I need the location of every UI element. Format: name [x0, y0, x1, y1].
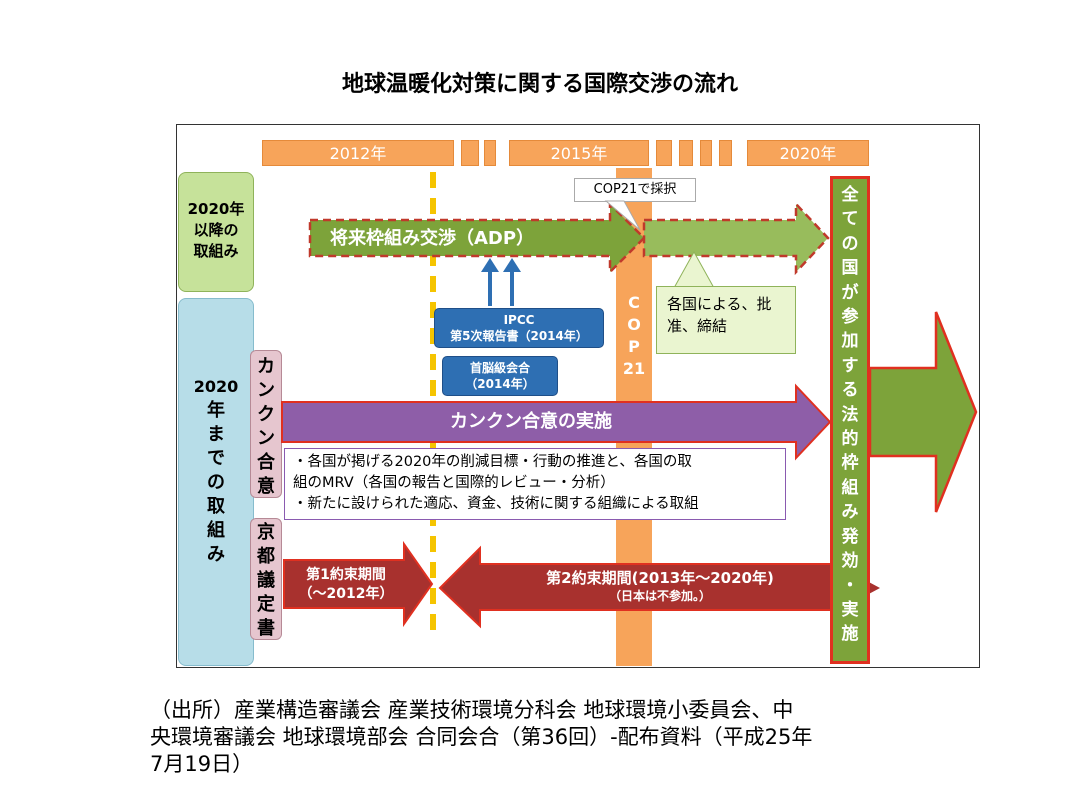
ratify-callout-pointer — [673, 250, 715, 289]
cancun-char: ン — [257, 380, 275, 401]
kyoto-char: 定 — [257, 594, 275, 615]
until-2020-char: 組 — [207, 520, 225, 541]
until-2020-char: ま — [207, 424, 225, 445]
period2-line: （日本は不参加。） — [608, 589, 711, 603]
summit-line: 首脳級会合 — [469, 361, 530, 375]
cancun-label-box: カ ン ク ン 合 意 — [250, 350, 282, 498]
summit-box: 首脳級会合 （2014年） — [442, 356, 558, 396]
legal-framework-column: 全 て の 国 が 参 加 す る 法 的 枠 組 み 発 効 ・ 実 施 — [830, 176, 870, 664]
summit-line: （2014年） — [465, 377, 535, 391]
legal-char: が — [841, 282, 859, 303]
legal-framework-big-arrow — [868, 311, 978, 513]
ipcc-line: IPCC — [503, 313, 535, 327]
source-line: （出所）産業構造審議会 産業技術環境分科会 地球環境小委員会、中 — [150, 698, 794, 722]
kyoto-char: 京 — [257, 522, 275, 543]
cancun-char: ク — [257, 404, 275, 425]
cancun-char: ン — [257, 428, 275, 449]
kyoto-label-box: 京 都 議 定 書 — [250, 518, 282, 640]
legal-char: の — [841, 233, 859, 254]
cop21-char: O — [627, 315, 641, 334]
period2-line: 第2約束期間(2013年～2020年) — [546, 569, 774, 587]
legal-char: す — [841, 355, 859, 376]
legal-char: 参 — [841, 307, 859, 328]
until-2020-char: 取 — [207, 496, 225, 517]
cancun-char: 合 — [257, 452, 275, 473]
legal-char: 効 — [841, 551, 859, 572]
cancun-notes: ・各国が掲げる2020年の削減目標・行動の推進と、各国の取 組のMRV（各国の報… — [284, 448, 786, 520]
kyoto-char: 議 — [257, 570, 275, 591]
year-2015: 2015年 — [509, 140, 649, 166]
legal-char: み — [841, 502, 859, 523]
ratify-line: 各国による、批 — [667, 295, 772, 313]
source-line: 7月19日） — [150, 752, 254, 776]
ipcc-line: 第5次報告書（2014年） — [450, 329, 588, 343]
cancun-impl-label: カンクン合意の実施 — [450, 411, 612, 432]
ratify-line: 准、締結 — [667, 317, 728, 335]
year-2020: 2020年 — [747, 140, 869, 166]
legal-char: 枠 — [841, 453, 859, 474]
legal-char: ・ — [841, 575, 859, 596]
cancun-note-line: ・各国が掲げる2020年の削減目標・行動の推進と、各国の取 — [293, 454, 692, 470]
legal-char: 組 — [841, 477, 859, 498]
period1-line: 第1約束期間 — [306, 567, 386, 583]
until-2020-char: で — [207, 448, 225, 469]
legal-char: 加 — [841, 331, 859, 352]
year-tick — [719, 140, 732, 166]
year-2012: 2012年 — [262, 140, 454, 166]
source-citation: （出所）産業構造審議会 産業技術環境分科会 地球環境小委員会、中 央環境審議会 … — [150, 697, 980, 778]
kyoto-char: 書 — [257, 618, 275, 639]
cop21-char: 21 — [622, 359, 646, 378]
after-2020-box: 2020年 以降の 取組み — [178, 172, 254, 292]
period1-arrow — [283, 540, 434, 628]
after-2020-line: 取組み — [193, 242, 239, 260]
after-2020-line: 2020年 — [187, 200, 245, 218]
period1-label: 第1約束期間 （～2012年） — [288, 566, 404, 604]
adp-label: 将来枠組み交渉（ADP） — [330, 228, 535, 249]
year-tick — [484, 140, 496, 166]
legal-char: る — [841, 380, 859, 401]
page-title: 地球温暖化対策に関する国際交渉の流れ — [341, 72, 738, 97]
year-tick — [461, 140, 479, 166]
cancun-impl-arrow — [281, 383, 832, 461]
adp-arrow — [308, 200, 646, 276]
ipcc-box: IPCC 第5次報告書（2014年） — [434, 308, 604, 348]
legal-char: 発 — [841, 526, 859, 547]
source-line: 央環境審議会 地球環境部会 合同会合（第36回）-配布資料（平成25年 — [150, 725, 813, 749]
until-2020-char: み — [207, 544, 225, 565]
kyoto-char: 都 — [257, 546, 275, 567]
cop21-adopt-callout: COP21で採択 — [574, 178, 696, 202]
cancun-char: 意 — [257, 476, 275, 497]
legal-char: 的 — [841, 429, 859, 450]
legal-char: 全 — [841, 185, 859, 205]
until-2020-char: 2020 — [193, 377, 239, 396]
adp-continuation-arrow — [642, 200, 830, 276]
legal-char: 法 — [841, 404, 859, 425]
legal-char: て — [841, 209, 859, 230]
cop21-label: C O P 21 — [616, 292, 652, 380]
cop21-char: P — [628, 337, 640, 356]
year-tick — [656, 140, 672, 166]
ipcc-up-arrowhead — [503, 258, 521, 272]
cop21-callout-pointer — [604, 200, 641, 231]
cancun-note-line: 組のMRV（各国の報告と国際的レビュー・分析） — [293, 475, 615, 491]
period1-line: （～2012年） — [298, 586, 394, 602]
cop21-char: C — [628, 293, 640, 312]
ipcc-up-arrowhead — [481, 258, 499, 272]
after-2020-line: 以降の — [193, 221, 239, 239]
legal-char: 施 — [841, 624, 859, 645]
until-2020-char: 年 — [207, 400, 225, 421]
legal-char: 国 — [841, 258, 859, 279]
year-tick — [700, 140, 712, 166]
until-2020-char: の — [207, 472, 225, 493]
year-tick — [679, 140, 693, 166]
cancun-note-line: ・新たに設けられた適応、資金、技術に関する組織による取組 — [293, 496, 699, 512]
period2-label: 第2約束期間(2013年～2020年) （日本は不参加。） — [490, 568, 830, 604]
ratify-callout: 各国による、批 准、締結 — [656, 286, 796, 354]
cancun-char: カ — [257, 356, 275, 377]
legal-char: 実 — [841, 599, 859, 620]
